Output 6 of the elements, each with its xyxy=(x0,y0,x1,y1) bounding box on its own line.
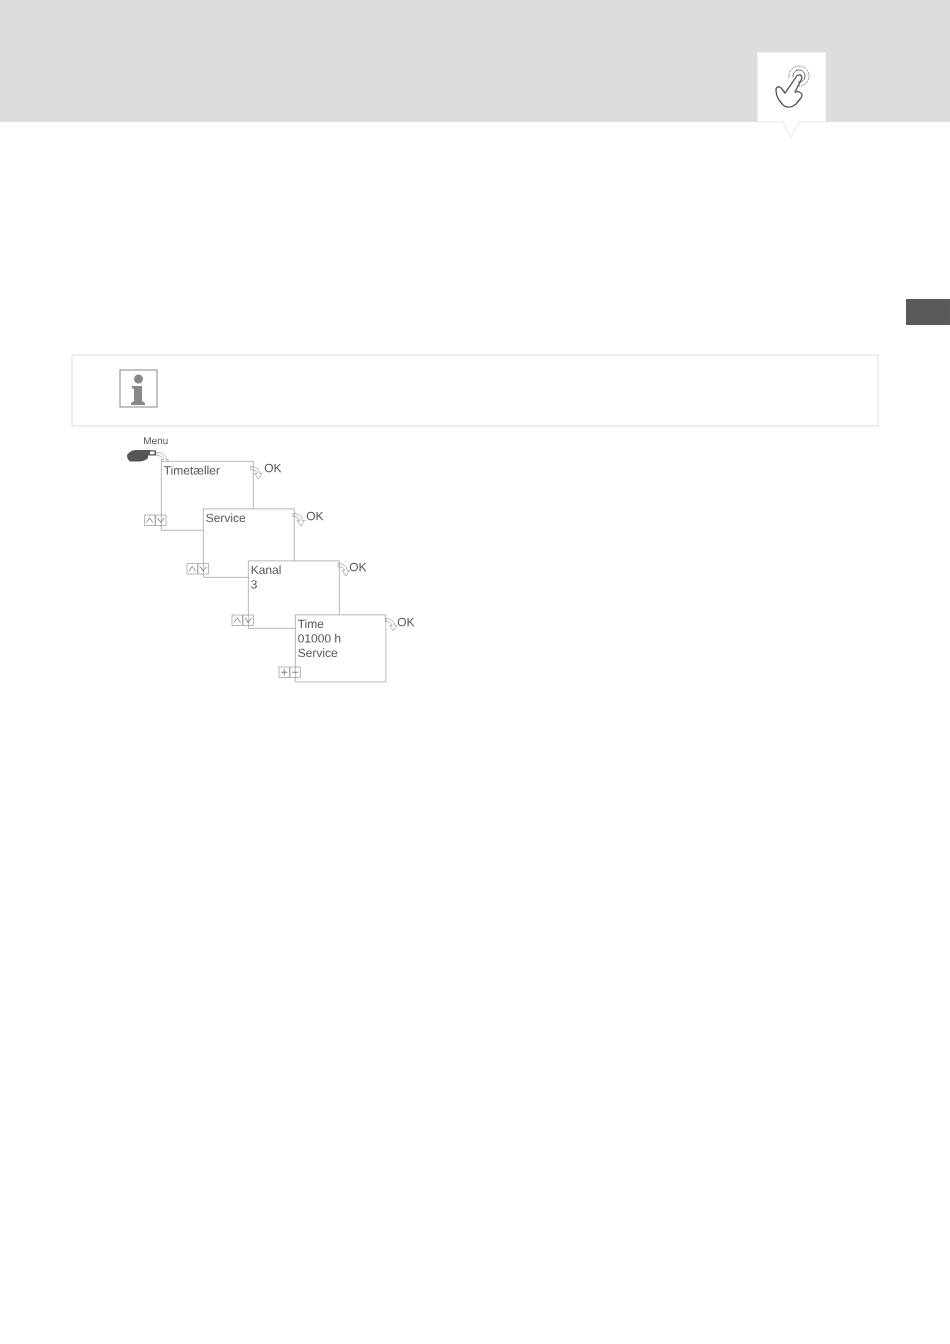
ok-label: OK xyxy=(264,463,282,473)
ok-label: OK xyxy=(397,617,415,627)
menu-label: Menu xyxy=(144,437,168,445)
display-screen: Time 01000 h Service xyxy=(295,614,387,683)
ok-label: OK xyxy=(349,562,367,572)
ok-label: OK xyxy=(306,511,324,521)
